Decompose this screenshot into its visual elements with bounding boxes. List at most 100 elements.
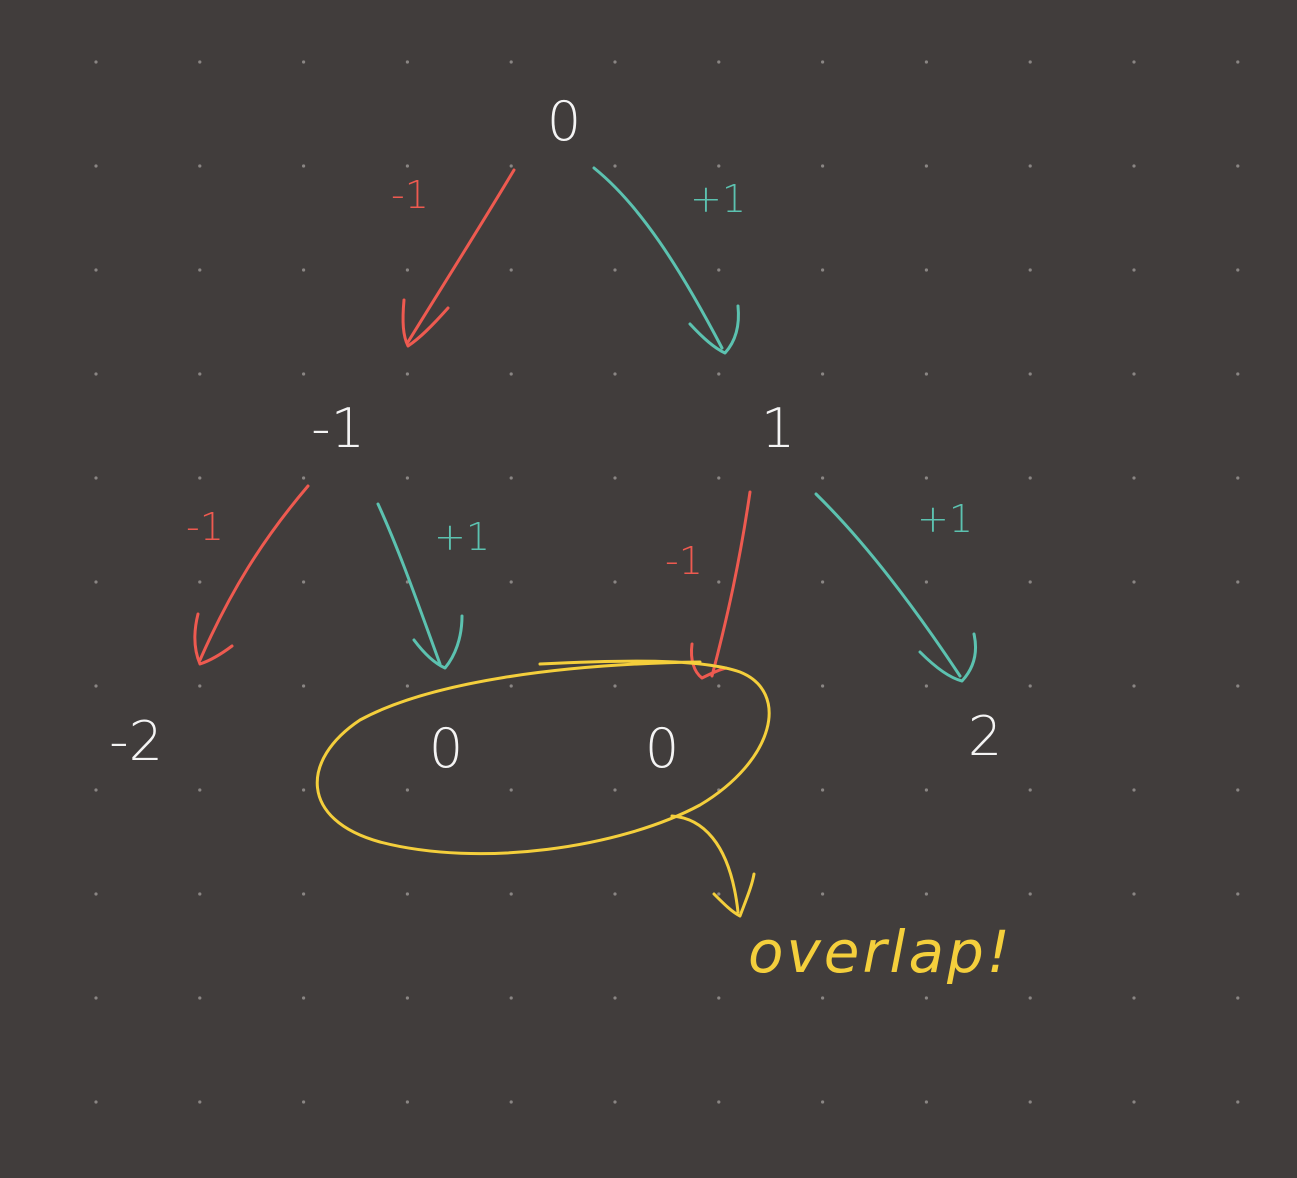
grid-dot xyxy=(1132,788,1136,792)
grid-dot xyxy=(821,476,825,480)
grid-dot xyxy=(198,372,202,376)
grid-dot xyxy=(198,788,202,792)
grid-dot xyxy=(717,996,721,1000)
grid-dot xyxy=(924,60,929,64)
grid-dot xyxy=(821,60,825,64)
edge-label-right-2: +1 xyxy=(917,497,973,541)
grid-dot xyxy=(717,372,721,376)
edge-label-root-left: -1 xyxy=(391,173,429,217)
grid-dot xyxy=(405,60,409,64)
node-level1-left: -1 xyxy=(311,397,365,460)
grid-dot xyxy=(509,268,513,272)
edge-label-left-minus2: -1 xyxy=(186,505,224,549)
grid-dot xyxy=(509,372,513,376)
grid-dot xyxy=(1028,892,1032,896)
grid-dot xyxy=(821,580,825,584)
grid-dot xyxy=(198,684,202,688)
grid-dot xyxy=(924,268,929,272)
edge-label-root-right: +1 xyxy=(690,177,746,221)
grid-dot xyxy=(405,788,409,792)
grid-dot xyxy=(1132,164,1136,168)
grid-dot xyxy=(717,580,721,584)
node-level1-right: 1 xyxy=(761,397,795,460)
grid-dot xyxy=(924,476,929,480)
grid-dot xyxy=(198,164,202,168)
grid-dot xyxy=(717,684,721,688)
arrow-head xyxy=(412,614,464,670)
edge-line xyxy=(592,166,724,350)
edge-left-to-minus2 xyxy=(193,484,310,666)
node-level2-2: 2 xyxy=(968,705,1002,768)
nodes-layer: 0 -1 1 -2 0 0 2 xyxy=(109,90,1002,780)
grid-dot xyxy=(302,996,306,1000)
grid-dot xyxy=(302,788,306,792)
grid-dot xyxy=(302,580,306,584)
grid-dot xyxy=(94,996,98,1000)
grid-dot xyxy=(94,788,98,792)
edge-labels-layer: -1 +1 -1 +1 -1 +1 xyxy=(186,173,973,583)
grid-dot xyxy=(821,788,825,792)
grid-dot xyxy=(924,580,929,584)
grid-dot xyxy=(1028,268,1032,272)
pointer-arrow-line xyxy=(670,814,740,914)
grid-dot xyxy=(1236,372,1240,376)
grid-dot xyxy=(405,476,409,480)
grid-dot xyxy=(302,372,306,376)
grid-dot xyxy=(821,372,825,376)
grid-dot xyxy=(94,1100,98,1104)
node-level2-0-left: 0 xyxy=(429,717,463,780)
grid-dot xyxy=(405,996,409,1000)
grid-dot xyxy=(94,892,98,896)
grid-dot xyxy=(613,1100,617,1104)
grid-dot xyxy=(1236,788,1240,792)
overlap-annotation: overlap! xyxy=(315,659,1010,986)
grid-dot xyxy=(405,892,409,896)
grid-dot xyxy=(1236,60,1240,64)
grid-dot xyxy=(302,684,306,688)
grid-dot xyxy=(613,164,617,168)
grid-dot xyxy=(924,372,929,376)
edge-line xyxy=(710,490,752,678)
grid-dot xyxy=(1028,372,1032,376)
grid-dot xyxy=(1028,164,1032,168)
grid-dot xyxy=(1028,476,1032,480)
grid-dot xyxy=(509,788,513,792)
edge-root-to-right xyxy=(592,166,740,355)
arrow-head xyxy=(401,298,450,348)
edge-label-right-0: -1 xyxy=(665,539,703,583)
grid-dot xyxy=(924,892,929,896)
node-level2-0-right: 0 xyxy=(645,717,679,780)
grid-dot xyxy=(1236,684,1240,688)
grid-dot xyxy=(1132,684,1136,688)
grid-dot xyxy=(717,164,721,168)
arrow-head xyxy=(688,304,740,355)
arrow-head xyxy=(918,632,977,683)
grid-dot xyxy=(613,372,617,376)
edge-left-to-0 xyxy=(376,502,464,670)
grid-dot xyxy=(1132,268,1136,272)
grid-dot xyxy=(302,476,306,480)
grid-dot xyxy=(94,268,98,272)
grid-dot xyxy=(198,580,202,584)
grid-dot xyxy=(821,268,825,272)
grid-dot xyxy=(1236,268,1240,272)
grid-dot xyxy=(821,684,825,688)
grid-dot xyxy=(405,372,409,376)
edge-line xyxy=(814,492,962,678)
grid-dot xyxy=(1236,996,1240,1000)
grid-dot xyxy=(1132,892,1136,896)
grid-dot xyxy=(509,996,513,1000)
grid-dot xyxy=(198,1100,202,1104)
grid-dot xyxy=(198,268,202,272)
grid-dot xyxy=(924,1100,929,1104)
grid-dot xyxy=(1028,788,1032,792)
grid-dot xyxy=(302,268,306,272)
grid-dot xyxy=(509,1100,513,1104)
grid-dot xyxy=(405,1100,409,1104)
grid-dot xyxy=(924,788,929,792)
grid-dot xyxy=(717,60,721,64)
pointer-arrow-head xyxy=(712,872,756,918)
edge-right-to-0 xyxy=(690,490,752,680)
grid-dot xyxy=(94,60,98,64)
node-level2-minus2: -2 xyxy=(109,710,163,773)
